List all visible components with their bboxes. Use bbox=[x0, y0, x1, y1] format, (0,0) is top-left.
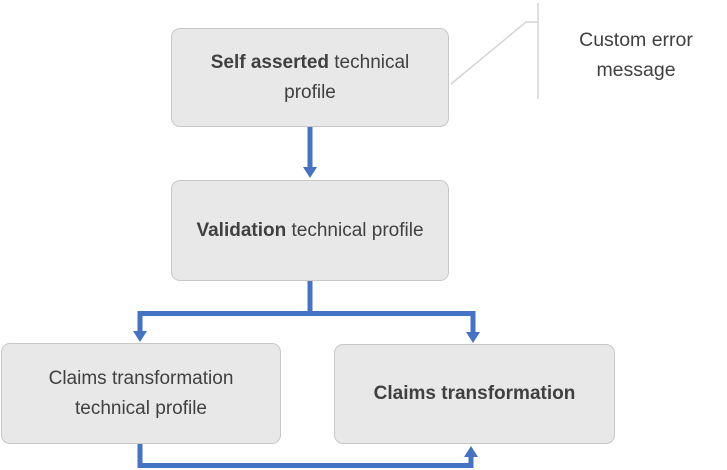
connector-bottom-loop bbox=[137, 444, 474, 468]
node-label: Claims transformation bbox=[374, 379, 576, 409]
node-claims-transformation: Claims transformation bbox=[334, 344, 615, 444]
node-claims-transformation-technical-profile: Claims transformation technical profile bbox=[1, 343, 281, 444]
arrowhead-down-claims-transformation bbox=[466, 332, 480, 343]
node-label-regular: technical profile bbox=[284, 51, 410, 103]
callout-leader-line bbox=[450, 21, 538, 85]
node-label-bold: Validation bbox=[196, 219, 287, 241]
node-label-regular: Claims transformation technical profile bbox=[48, 367, 234, 419]
callout-custom-error-message: Custom error message bbox=[579, 29, 693, 81]
node-self-asserted-technical-profile: Self asserted technical profile bbox=[171, 28, 449, 127]
node-label: Self asserted technical profile bbox=[196, 48, 424, 108]
node-label-bold: Claims transformation bbox=[373, 383, 576, 404]
arrowhead-up-claims-transformation bbox=[464, 446, 478, 457]
arrowhead-down-validation bbox=[303, 167, 317, 178]
node-label: Claims transformation technical profile bbox=[26, 364, 256, 424]
node-validation-technical-profile: Validation technical profile bbox=[171, 180, 449, 281]
arrowhead-down-claims-tp bbox=[133, 331, 147, 342]
node-label: Validation technical profile bbox=[196, 216, 423, 246]
node-label-regular: technical profile bbox=[286, 219, 424, 241]
connector-validation-split bbox=[137, 311, 476, 333]
node-label-bold: Self asserted bbox=[210, 51, 329, 73]
